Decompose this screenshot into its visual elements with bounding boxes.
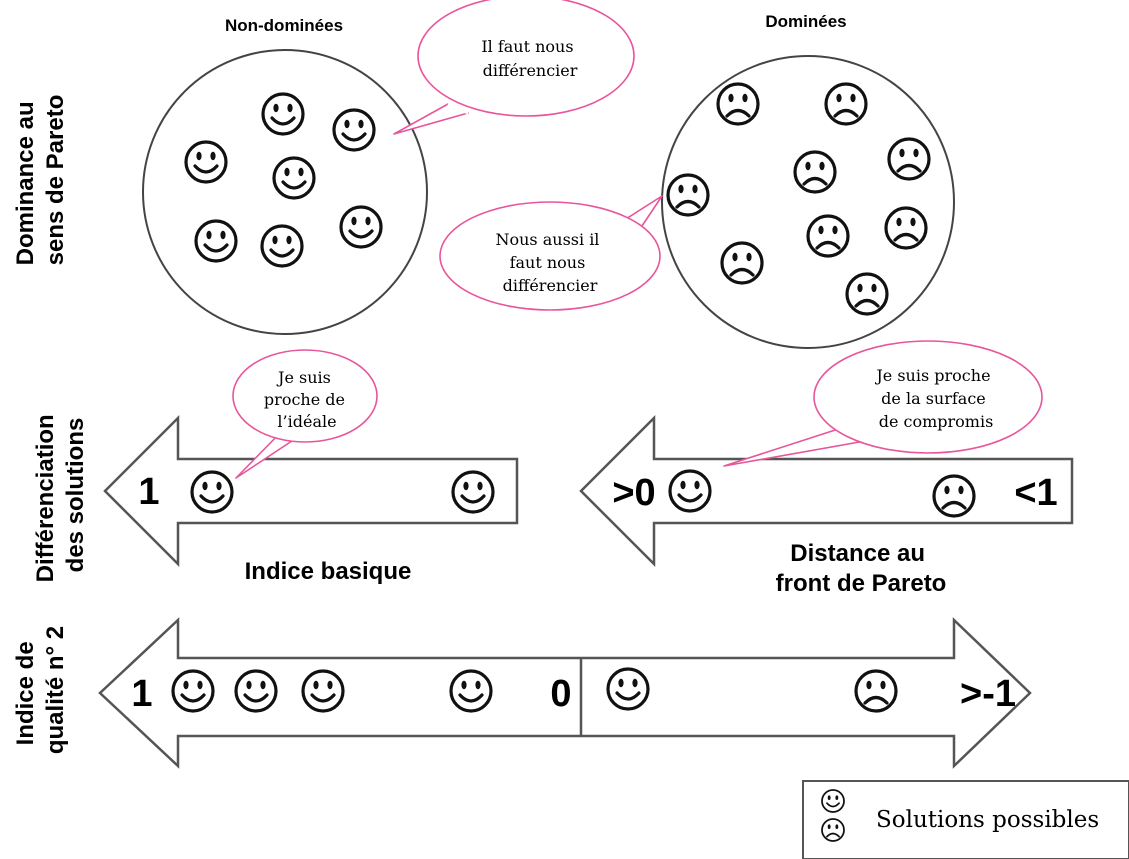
bubble-compromise-line1: Je suis proche <box>874 366 990 385</box>
row1-side-label-line2: sens de Pareto <box>42 95 69 266</box>
quality-index-left-value: 1 <box>131 673 152 715</box>
legend-box <box>802 780 1129 859</box>
basic-index-caption: Indice basique <box>245 558 412 585</box>
row3-side-label: Indice de qualité n° 2 <box>12 626 69 754</box>
svg-text:Nous aussi il faut nous: Nous aussi il faut nous différencier <box>495 230 604 295</box>
bubble-ideal-line1: Je suis <box>276 368 331 387</box>
quality-index-double-arrow <box>98 617 1032 769</box>
row1-side-label: Dominance au sens de Pareto <box>12 95 69 266</box>
bubble-compromise-line2: de la surface <box>881 389 986 408</box>
bubble-top-line2: différencier <box>483 61 578 80</box>
svg-text:Je suis proche de la sur: Je suis proche de la surface de compromi… <box>874 366 995 431</box>
row2-side-label-line1: Différenciation <box>32 414 59 582</box>
bubble-ideal-line2: proche de <box>264 390 345 409</box>
speech-bubble-top: Il faut nous différencier <box>393 0 635 135</box>
pareto-distance-arrow <box>579 414 1074 568</box>
row1-side-label-line1: Dominance au <box>12 101 39 265</box>
basic-index-arrow <box>103 414 519 568</box>
non-dominated-circle <box>142 49 428 335</box>
svg-text:Je suis proche de: Je suis proche de l’idéale <box>264 368 350 431</box>
basic-index-end-value: 1 <box>138 471 159 513</box>
bubble-compromise-line3: de compromis <box>879 412 994 431</box>
legend: Solutions possibles <box>802 780 1129 859</box>
row2-side-label-line2: des solutions <box>62 418 89 573</box>
svg-text:Il faut nous différencie: Il faut nous différencier <box>481 37 578 80</box>
dominated-circle <box>661 55 955 349</box>
speech-bubble-compromise: Je suis proche de la surface de compromi… <box>723 340 1043 467</box>
pareto-distance-caption-line1: Distance au <box>790 540 925 567</box>
bubble-top-line1: Il faut nous <box>481 37 573 56</box>
bubble-middle-line1: Nous aussi il <box>495 230 599 249</box>
pareto-distance-caption-line2: front de Pareto <box>776 570 947 597</box>
pareto-distance-start-value: >0 <box>612 472 655 514</box>
row2-side-label: Différenciation des solutions <box>32 408 89 583</box>
bubble-ideal-line3: l’idéale <box>277 412 336 431</box>
pareto-distance-caption: Distance au front de Pareto <box>776 540 947 597</box>
pareto-distance-end-value: <1 <box>1014 472 1057 514</box>
non-dominated-title: Non-dominées <box>225 16 343 35</box>
speech-bubble-middle: Nous aussi il faut nous différencier <box>439 195 663 311</box>
quality-index-right-value: >-1 <box>960 673 1016 715</box>
legend-label: Solutions possibles <box>876 807 1099 833</box>
dominated-title: Dominées <box>765 12 846 31</box>
row3-side-label-line1: Indice de <box>12 641 39 745</box>
row3-side-label-line2: qualité n° 2 <box>42 626 69 754</box>
quality-index-middle-value: 0 <box>550 673 571 715</box>
bubble-middle-line2: faut nous <box>510 253 586 272</box>
speech-bubble-ideal: Je suis proche de l’idéale <box>232 349 378 479</box>
bubble-middle-line3: différencier <box>503 276 598 295</box>
